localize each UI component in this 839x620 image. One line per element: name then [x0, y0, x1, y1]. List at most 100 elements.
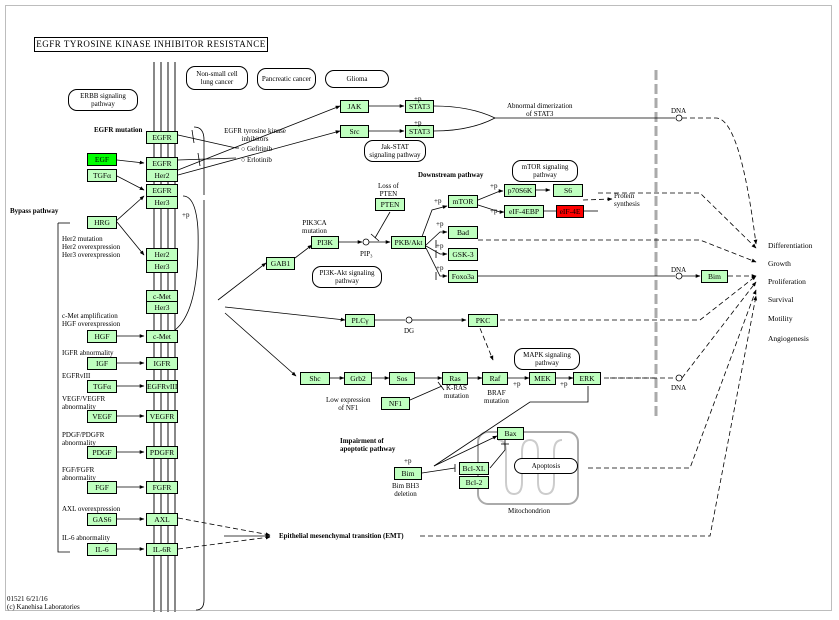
label-pip3: PIP₃ — [360, 250, 373, 258]
label-dna-2: DNA — [671, 266, 687, 274]
label-phospho-stat3a: +p — [414, 95, 422, 103]
label-cmet-amplification: c-Met amplification HGF overexpression — [62, 312, 121, 328]
label-low-nf1: Low expression of NF1 — [326, 396, 371, 412]
gene-her3-a[interactable]: Her3 — [146, 196, 178, 209]
gene-p70s6k[interactable]: p70S6K — [504, 184, 536, 197]
label-pik3ca-mutation: PIK3CA mutation — [302, 219, 327, 235]
gene-raf[interactable]: Raf — [482, 372, 508, 385]
gene-axl[interactable]: AXL — [146, 513, 178, 526]
gene-erk[interactable]: ERK — [573, 372, 601, 385]
label-kras-mutation: K-RAS mutation — [444, 384, 469, 400]
map-mtor-signaling[interactable]: mTOR signaling pathway — [512, 160, 578, 182]
gene-igf[interactable]: IGF — [87, 357, 117, 370]
label-dna-1: DNA — [671, 107, 687, 115]
gene-bax[interactable]: Bax — [497, 427, 524, 440]
gene-eif4e[interactable]: eIF-4E — [556, 205, 584, 218]
gene-stat3-a[interactable]: STAT3 — [405, 100, 434, 113]
label-dna-3: DNA — [671, 384, 687, 392]
gene-stat3-b[interactable]: STAT3 — [405, 125, 434, 138]
dashed-edges — [177, 117, 758, 550]
gene-hrg[interactable]: HRG — [87, 216, 117, 229]
gene-egfr-1[interactable]: EGFR — [146, 131, 178, 144]
label-phospho-bim: +p — [404, 457, 412, 465]
gene-her3-c[interactable]: Her3 — [146, 301, 178, 314]
label-phospho-stat3b: +p — [414, 119, 422, 127]
gene-s6[interactable]: S6 — [553, 184, 583, 197]
gene-il6r[interactable]: IL-6R — [146, 543, 178, 556]
label-abnormal-dimerization: Abnormal dimerization of STAT3 — [507, 102, 573, 118]
gene-mek[interactable]: MEK — [529, 372, 556, 385]
label-phospho-foxo3a: +p — [436, 264, 444, 272]
label-phospho-eif4ebp: +p — [490, 207, 498, 215]
gene-il6[interactable]: IL-6 — [87, 543, 117, 556]
label-braf-mutation: BRAF mutation — [484, 389, 509, 405]
gene-bcl-2[interactable]: Bcl-2 — [459, 476, 489, 489]
label-protein-synthesis: Protein synthesis — [614, 192, 640, 208]
gene-pi3k[interactable]: PI3K — [311, 236, 339, 249]
gene-ras[interactable]: Ras — [442, 372, 468, 385]
solid-edges — [57, 104, 701, 611]
gene-eif4ebp[interactable]: eIF-4EBP — [504, 205, 544, 218]
label-impairment-apoptotic: Impairment of apoptotic pathway — [340, 437, 396, 453]
label-downstream-pathway: Downstream pathway — [418, 171, 484, 179]
map-apoptosis[interactable]: Apoptosis — [514, 458, 578, 474]
gene-plcg[interactable]: PLCγ — [345, 314, 375, 327]
gene-tgfa-2[interactable]: TGFα — [87, 380, 117, 393]
map-pi3k-akt-signaling[interactable]: PI3K-Akt signaling pathway — [312, 266, 382, 288]
gene-bad[interactable]: Bad — [448, 226, 478, 239]
gene-vegf[interactable]: VEGF — [87, 410, 117, 423]
gene-vegfr[interactable]: VEGFR — [146, 410, 178, 423]
gene-egfrviii[interactable]: EGFRvIII — [146, 380, 178, 393]
gene-nf1[interactable]: NF1 — [381, 397, 410, 410]
gene-pdgf[interactable]: PDGF — [87, 446, 117, 459]
outcome-differentiation: Differentiation — [768, 241, 813, 250]
gene-cmet-2[interactable]: c-Met — [146, 330, 178, 343]
map-erbb-signaling[interactable]: ERBB signaling pathway — [68, 89, 138, 111]
label-pdgf-abnormality: PDGF/PDGFR abnormality — [62, 431, 105, 447]
gene-pkb-akt[interactable]: PKB/Akt — [391, 236, 426, 249]
gene-shc[interactable]: Shc — [300, 372, 330, 385]
label-gefitinib: ○ Gefitinib — [241, 145, 273, 153]
gene-bim-mito[interactable]: Bim — [394, 467, 422, 480]
map-pancreatic-cancer[interactable]: Pancreatic cancer — [257, 68, 316, 90]
label-dg: DG — [404, 327, 415, 335]
label-egfr-mutation: EGFR mutation — [94, 126, 143, 134]
gene-gab1[interactable]: GAB1 — [266, 257, 295, 270]
gene-tgfa-1[interactable]: TGFα — [87, 169, 117, 182]
gene-sos[interactable]: Sos — [389, 372, 415, 385]
gene-jak[interactable]: JAK — [340, 100, 369, 113]
label-mitochondrion: Mitochondrion — [508, 507, 550, 515]
gene-her3-b[interactable]: Her3 — [146, 260, 178, 273]
label-tki: EGFR tyrosine kinase inhibitors — [224, 127, 286, 143]
gene-igfr[interactable]: IGFR — [146, 357, 178, 370]
gene-gas6[interactable]: GAS6 — [87, 513, 117, 526]
gene-mtor[interactable]: mTOR — [448, 195, 478, 208]
label-vegf-abnormality: VEGF/VEGFR abnormality — [62, 395, 106, 411]
gene-bcl-xl[interactable]: Bcl-XL — [459, 462, 489, 475]
gene-pten[interactable]: PTEN — [375, 198, 405, 211]
map-non-small-cell-lung-cancer[interactable]: Non-small cell lung cancer — [186, 66, 248, 90]
gene-pdgfr[interactable]: PDGFR — [146, 446, 178, 459]
map-jak-stat-signaling[interactable]: Jak-STAT signaling pathway — [364, 140, 426, 162]
label-phospho-erk: +p — [560, 380, 568, 388]
label-phospho-mtor: +p — [434, 197, 442, 205]
gene-fgf[interactable]: FGF — [87, 481, 117, 494]
gene-egf[interactable]: EGF — [87, 153, 117, 166]
gene-foxo3a[interactable]: Foxo3a — [448, 270, 478, 283]
label-phospho-bad: +p — [436, 220, 444, 228]
diagram-frame — [5, 5, 832, 611]
gene-grb2[interactable]: Grb2 — [344, 372, 372, 385]
label-her-overexpression: Her2 mutation Her2 overexpression Her3 o… — [62, 235, 121, 259]
gene-hgf[interactable]: HGF — [87, 330, 117, 343]
gene-bim-nuclear[interactable]: Bim — [701, 270, 728, 283]
pathway-title: EGFR TYROSINE KINASE INHIBITOR RESISTANC… — [34, 37, 268, 52]
map-mapk-signaling[interactable]: MAPK signaling pathway — [514, 348, 580, 370]
gene-gsk3[interactable]: GSK-3 — [448, 248, 478, 261]
gene-src-1[interactable]: Src — [340, 125, 369, 138]
gene-fgfr[interactable]: FGFR — [146, 481, 178, 494]
gene-her2-a[interactable]: Her2 — [146, 169, 178, 182]
outcome-motility: Motility — [768, 314, 793, 323]
gene-pkc[interactable]: PKC — [468, 314, 498, 327]
label-phospho-her3: +p — [182, 211, 190, 219]
map-glioma[interactable]: Glioma — [325, 70, 389, 88]
